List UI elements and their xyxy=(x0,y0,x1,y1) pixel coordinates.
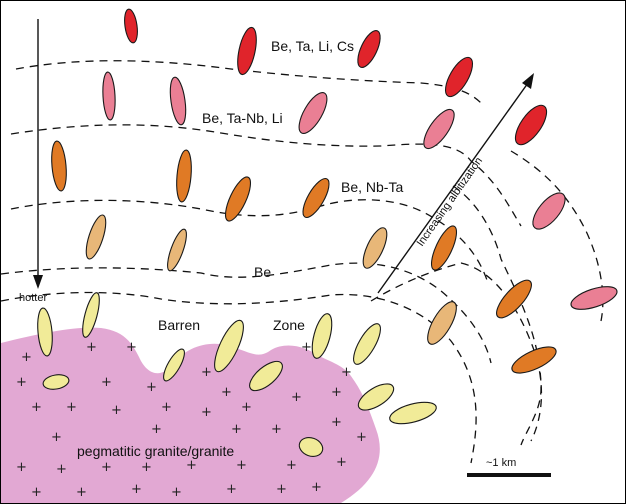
zone-boundary-8 xyxy=(510,150,604,322)
plus-mark: + xyxy=(241,400,252,415)
plus-mark: + xyxy=(291,390,302,405)
plus-mark: + xyxy=(171,485,182,500)
granite-body xyxy=(1,327,380,503)
plus-mark: + xyxy=(51,430,62,445)
pegmatite-be xyxy=(362,227,388,269)
pegmatite-barren xyxy=(298,437,324,457)
pegmatite-barren xyxy=(163,348,185,382)
pegmatite-barren xyxy=(42,374,70,390)
plus-mark: + xyxy=(86,340,97,355)
pegmatite-lenses xyxy=(37,8,618,457)
zone-label-be-nb-ta: Be, Nb-Ta xyxy=(341,179,403,195)
plus-mark: + xyxy=(16,375,27,390)
plus-mark: + xyxy=(331,415,342,430)
plus-mark: + xyxy=(161,400,172,415)
plus-mark: + xyxy=(226,482,237,497)
plus-mark: + xyxy=(146,380,157,395)
plus-mark: + xyxy=(356,430,367,445)
plus-mark: + xyxy=(131,482,142,497)
plus-mark: + xyxy=(301,340,312,355)
pegmatite-cs xyxy=(514,104,548,146)
scale-bar-label: ~1 km xyxy=(486,457,516,469)
plus-mark: + xyxy=(76,485,87,500)
albitization-arrow-head xyxy=(522,73,534,89)
plus-mark: + xyxy=(21,350,32,365)
plus-mark: + xyxy=(271,422,282,437)
zone-label-be-ta-li-cs: Be, Ta, Li, Cs xyxy=(271,38,354,54)
plus-mark: + xyxy=(231,422,242,437)
plus-mark: + xyxy=(151,422,162,437)
zone-boundary-3 xyxy=(10,199,489,284)
plus-mark: + xyxy=(311,480,322,495)
pegmatite-barren xyxy=(214,319,244,373)
pegmatite-li xyxy=(102,71,116,121)
pegmatite-nb xyxy=(224,176,252,222)
zone-boundary-2 xyxy=(10,124,522,227)
plus-mark: + xyxy=(186,458,197,473)
plus-mark: + xyxy=(101,460,112,475)
plus-mark: + xyxy=(31,400,42,415)
plus-mark: + xyxy=(236,458,247,473)
pegmatite-cs xyxy=(357,30,381,68)
pegmatite-nb xyxy=(176,149,192,203)
pegmatite-barren xyxy=(389,401,437,425)
pegmatite-nb xyxy=(302,177,330,219)
granite-label: pegmatitic granite/granite xyxy=(77,443,234,459)
zone-boundary-7 xyxy=(452,185,542,446)
pegmatite-cs xyxy=(444,56,474,98)
plus-mark: + xyxy=(201,365,212,380)
hotter-arrow-head xyxy=(33,275,43,289)
plus-mark: + xyxy=(16,460,27,475)
pegmatite-be xyxy=(167,228,187,272)
pegmatite-cs xyxy=(237,26,257,76)
plus-mark: + xyxy=(126,340,137,355)
plus-mark: + xyxy=(56,462,67,477)
pegmatite-nb xyxy=(496,279,532,319)
pegmatite-barren xyxy=(37,307,53,357)
pegmatite-nb xyxy=(511,346,557,374)
plus-mark: + xyxy=(111,403,122,418)
plus-mark: + xyxy=(331,385,342,400)
plus-mark: + xyxy=(336,455,347,470)
plus-mark: + xyxy=(31,485,42,500)
plus-mark: + xyxy=(276,482,287,497)
pegmatite-barren xyxy=(82,292,100,338)
pegmatite-cs xyxy=(124,8,138,44)
granite-texture: + + + + + + + + + + + + + + + + + + + + + + + + + + + + + + + + + + + + + + + xyxy=(16,340,367,500)
plus-mark: + xyxy=(66,400,77,415)
pegmatite-barren xyxy=(311,313,333,359)
zone-label-barren: Barren xyxy=(158,317,200,333)
pegmatite-li xyxy=(169,76,187,126)
zone-label-zone: Zone xyxy=(273,317,305,333)
pegmatite-be xyxy=(85,214,107,260)
plus-mark: + xyxy=(221,385,232,400)
pegmatite-nb xyxy=(51,140,67,192)
pegmatite-li xyxy=(298,92,328,134)
plus-mark: + xyxy=(201,405,212,420)
zone-boundary-1 xyxy=(15,60,482,104)
pegmatite-li xyxy=(570,286,618,310)
zone-label-be-ta-nb-li: Be, Ta-Nb, Li xyxy=(202,110,283,126)
plus-mark: + xyxy=(341,365,352,380)
hotter-label: hotter xyxy=(19,292,47,304)
plus-mark: + xyxy=(141,460,152,475)
pegmatite-barren xyxy=(353,323,381,365)
pegmatite-barren xyxy=(249,360,283,392)
pegmatite-nb xyxy=(430,225,458,271)
pegmatite-li xyxy=(423,108,455,150)
albitization-arrow-shaft xyxy=(377,82,529,294)
zone-boundary-5 xyxy=(1,291,477,464)
plus-mark: + xyxy=(286,458,297,473)
pegmatite-barren xyxy=(357,383,395,411)
plus-mark: + xyxy=(101,375,112,390)
pegmatite-li xyxy=(532,192,566,230)
zone-label-be: Be xyxy=(254,264,271,280)
pegmatite-be xyxy=(427,301,457,345)
